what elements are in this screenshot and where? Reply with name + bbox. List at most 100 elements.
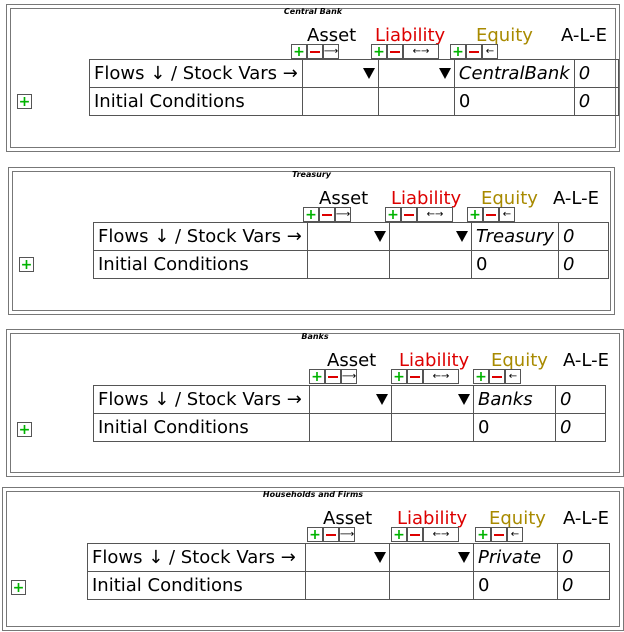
liability-initial-cell[interactable] <box>391 413 474 442</box>
godley-panel-banks: Banks Asset Liability Equity A-L-E + ⟶ +… <box>6 329 624 477</box>
panel-title: Central Bank <box>283 7 343 16</box>
add-liability-column-button[interactable]: + <box>391 369 407 384</box>
dropdown-arrow-icon[interactable] <box>458 552 470 563</box>
move-equity-column-button[interactable]: ← <box>482 44 498 59</box>
liability-dropdown-cell[interactable] <box>377 59 455 88</box>
equity-variable-cell[interactable]: Banks <box>473 385 556 414</box>
equity-column-label: Equity <box>489 508 546 529</box>
right-arrow-icon: ⟶ <box>341 370 357 382</box>
asset-initial-cell[interactable] <box>307 250 390 279</box>
remove-equity-column-button[interactable] <box>466 44 482 59</box>
equity-initial-cell[interactable]: 0 <box>473 413 556 442</box>
dropdown-arrow-icon[interactable] <box>458 394 470 405</box>
remove-liability-column-button[interactable] <box>407 527 423 542</box>
equity-column-controls: + ← <box>473 369 521 384</box>
asset-dropdown-cell[interactable] <box>307 222 390 251</box>
liability-column-label: Liability <box>397 508 468 529</box>
minus-icon <box>390 50 400 53</box>
equity-column-controls: + ← <box>475 527 523 542</box>
right-arrow-icon: ⟶ <box>335 208 351 220</box>
liability-dropdown-cell[interactable] <box>389 543 474 572</box>
move-equity-column-button[interactable]: ← <box>499 207 515 222</box>
move-asset-column-button[interactable]: ⟶ <box>341 369 357 384</box>
move-asset-column-button[interactable]: ⟶ <box>323 44 339 59</box>
liability-initial-cell[interactable] <box>389 571 474 600</box>
table-row: Initial Conditions 0 0 <box>93 413 606 442</box>
move-liability-column-button[interactable]: ←→ <box>417 207 453 222</box>
asset-dropdown-cell[interactable] <box>301 59 379 88</box>
equity-initial-cell[interactable]: 0 <box>453 87 575 116</box>
add-equity-column-button[interactable]: + <box>467 207 483 222</box>
table-row: Initial Conditions 0 0 <box>89 87 620 116</box>
dropdown-arrow-icon[interactable] <box>362 68 375 79</box>
remove-asset-column-button[interactable] <box>319 207 335 222</box>
dropdown-arrow-icon[interactable] <box>456 231 468 242</box>
plus-icon: + <box>18 93 31 110</box>
dropdown-arrow-icon[interactable] <box>374 552 386 563</box>
asset-column-controls: + ⟶ <box>303 207 351 222</box>
liability-initial-cell[interactable] <box>377 87 455 116</box>
move-equity-column-button[interactable]: ← <box>505 369 521 384</box>
equity-variable-cell[interactable]: Treasury <box>471 222 559 251</box>
add-asset-column-button[interactable]: + <box>309 369 325 384</box>
equity-initial-cell[interactable]: 0 <box>473 571 558 600</box>
remove-liability-column-button[interactable] <box>401 207 417 222</box>
remove-liability-column-button[interactable] <box>407 369 423 384</box>
equity-column-controls: + ← <box>467 207 515 222</box>
liability-dropdown-cell[interactable] <box>389 222 472 251</box>
move-equity-column-button[interactable]: ← <box>507 527 523 542</box>
liability-column-label: Liability <box>399 350 470 371</box>
godley-table: Flows ↓ / Stock Vars → Private 0 Initial… <box>87 543 610 600</box>
move-liability-column-button[interactable]: ←→ <box>403 44 439 59</box>
plus-icon: + <box>309 526 321 543</box>
move-asset-column-button[interactable]: ⟶ <box>335 207 351 222</box>
asset-initial-cell[interactable] <box>305 571 390 600</box>
add-liability-column-button[interactable]: + <box>371 44 387 59</box>
asset-initial-cell[interactable] <box>309 413 392 442</box>
dropdown-arrow-icon[interactable] <box>376 394 388 405</box>
add-equity-column-button[interactable]: + <box>473 369 489 384</box>
asset-dropdown-cell[interactable] <box>305 543 390 572</box>
remove-equity-column-button[interactable] <box>491 527 507 542</box>
plus-icon: + <box>393 526 405 543</box>
equity-variable-cell[interactable]: Private <box>473 543 558 572</box>
ale-initial-cell: 0 <box>557 571 610 600</box>
remove-equity-column-button[interactable] <box>483 207 499 222</box>
left-right-arrow-icon: ←→ <box>432 370 450 382</box>
minus-icon <box>486 213 496 216</box>
remove-asset-column-button[interactable] <box>323 527 339 542</box>
add-equity-column-button[interactable]: + <box>450 44 466 59</box>
godley-table: Flows ↓ / Stock Vars → CentralBank 0 Ini… <box>89 59 620 116</box>
add-flow-row-button[interactable]: + <box>17 422 32 437</box>
add-flow-row-button[interactable]: + <box>17 94 32 109</box>
add-asset-column-button[interactable]: + <box>291 44 307 59</box>
remove-liability-column-button[interactable] <box>387 44 403 59</box>
add-flow-row-button[interactable]: + <box>19 257 34 272</box>
dropdown-arrow-icon[interactable] <box>374 231 386 242</box>
add-liability-column-button[interactable]: + <box>385 207 401 222</box>
asset-initial-cell[interactable] <box>301 87 379 116</box>
remove-asset-column-button[interactable] <box>325 369 341 384</box>
liability-column-controls: + ←→ <box>391 527 459 542</box>
add-liability-column-button[interactable]: + <box>391 527 407 542</box>
add-flow-row-button[interactable]: + <box>11 580 26 595</box>
add-equity-column-button[interactable]: + <box>475 527 491 542</box>
panel-title: Treasury <box>292 170 331 179</box>
left-arrow-icon: ← <box>485 45 495 57</box>
minus-icon <box>494 533 504 536</box>
dropdown-arrow-icon[interactable] <box>438 68 451 79</box>
add-asset-column-button[interactable]: + <box>307 527 323 542</box>
asset-column-controls: + ⟶ <box>307 527 355 542</box>
liability-dropdown-cell[interactable] <box>391 385 474 414</box>
move-liability-column-button[interactable]: ←→ <box>423 527 459 542</box>
remove-asset-column-button[interactable] <box>307 44 323 59</box>
asset-dropdown-cell[interactable] <box>309 385 392 414</box>
equity-variable-cell[interactable]: CentralBank <box>453 59 575 88</box>
liability-initial-cell[interactable] <box>389 250 472 279</box>
equity-initial-cell[interactable]: 0 <box>471 250 559 279</box>
asset-column-controls: + ⟶ <box>309 369 357 384</box>
move-asset-column-button[interactable]: ⟶ <box>339 527 355 542</box>
move-liability-column-button[interactable]: ←→ <box>423 369 459 384</box>
remove-equity-column-button[interactable] <box>489 369 505 384</box>
add-asset-column-button[interactable]: + <box>303 207 319 222</box>
